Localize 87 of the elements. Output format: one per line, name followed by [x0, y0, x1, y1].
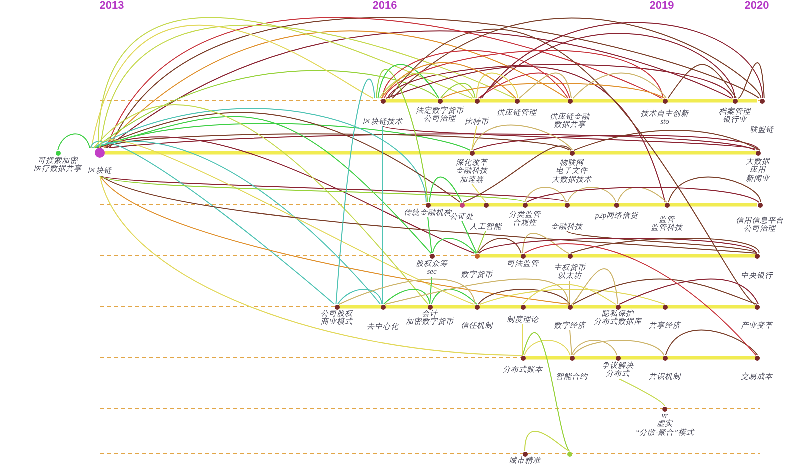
link-line — [472, 126, 478, 151]
link-arc — [429, 176, 462, 203]
link-arc — [478, 72, 570, 99]
link-arc — [524, 431, 571, 452]
link-arc — [476, 72, 518, 99]
link-arc — [92, 141, 382, 305]
link-arc — [440, 83, 476, 99]
link-arc — [618, 378, 666, 407]
link-arc — [477, 238, 522, 254]
link-arc — [522, 332, 570, 452]
link-arc — [90, 141, 336, 305]
link-arc — [100, 175, 758, 254]
link-arc — [97, 123, 471, 151]
link-arc — [480, 289, 666, 305]
link-line — [428, 216, 432, 254]
link-arc — [566, 230, 758, 254]
link-arc — [432, 238, 477, 254]
link-arc — [105, 134, 570, 151]
link-arc — [100, 140, 474, 305]
link-arc — [567, 187, 617, 203]
link-arc — [478, 238, 757, 254]
link-arc — [100, 175, 570, 305]
link-arc — [518, 72, 572, 99]
link-arc — [668, 64, 738, 99]
link-arc — [617, 187, 668, 203]
year-label: 2019 — [650, 0, 674, 12]
link-arc — [94, 104, 429, 305]
link-arc — [380, 62, 517, 99]
link-arc — [386, 66, 666, 203]
link-arc — [376, 69, 428, 203]
link-arc — [94, 116, 432, 254]
link-arc — [524, 187, 567, 203]
link-arc — [384, 278, 569, 305]
link-arc — [91, 24, 374, 148]
link-arc — [738, 62, 765, 99]
link-arc — [571, 268, 618, 305]
link-arc — [100, 175, 524, 356]
link-arc — [388, 30, 756, 305]
link-arc — [524, 244, 757, 356]
link-arc — [383, 289, 430, 305]
link-arc — [392, 18, 762, 99]
link-arc — [106, 17, 662, 148]
link-arc — [382, 126, 758, 151]
link-line — [472, 184, 486, 203]
link-arc — [478, 289, 570, 305]
year-label: 2020 — [744, 0, 770, 12]
link-arc — [573, 340, 665, 356]
link-arc — [104, 31, 568, 148]
link-arc — [572, 72, 668, 99]
link-arc — [472, 124, 574, 151]
link-arc — [668, 176, 762, 203]
link-arc — [382, 50, 569, 99]
link-arc — [524, 340, 571, 356]
link-arc — [522, 233, 570, 254]
link-arc — [522, 284, 617, 305]
link-arc — [379, 72, 474, 99]
link-arc — [431, 289, 478, 305]
year-label: 2016 — [372, 0, 398, 12]
link-arc — [98, 136, 476, 254]
link-arc — [387, 64, 734, 99]
link-arc — [480, 33, 736, 99]
link-arc — [442, 83, 666, 99]
link-line — [462, 220, 478, 254]
link-line — [430, 276, 432, 305]
year-label: 2013 — [100, 0, 124, 12]
link-arc — [378, 64, 440, 99]
link-arc — [463, 146, 572, 203]
link-arc — [95, 70, 438, 148]
link-arc — [58, 134, 90, 151]
link-line — [382, 126, 384, 305]
link-arc — [108, 134, 756, 151]
link-line — [570, 330, 572, 356]
link-arc — [336, 78, 376, 305]
link-arc — [338, 278, 476, 305]
link-arc — [572, 278, 758, 305]
link-arc — [570, 238, 760, 254]
link-arc — [574, 130, 761, 151]
link-arc — [473, 135, 760, 151]
link-line — [522, 324, 524, 356]
link-arc — [481, 22, 764, 99]
link-arc — [665, 330, 758, 356]
link-arc — [384, 50, 664, 99]
link-arc — [572, 340, 618, 356]
link-arc — [619, 278, 760, 305]
link-arc — [526, 187, 760, 203]
link-arc — [337, 289, 383, 305]
link-line — [476, 230, 486, 254]
